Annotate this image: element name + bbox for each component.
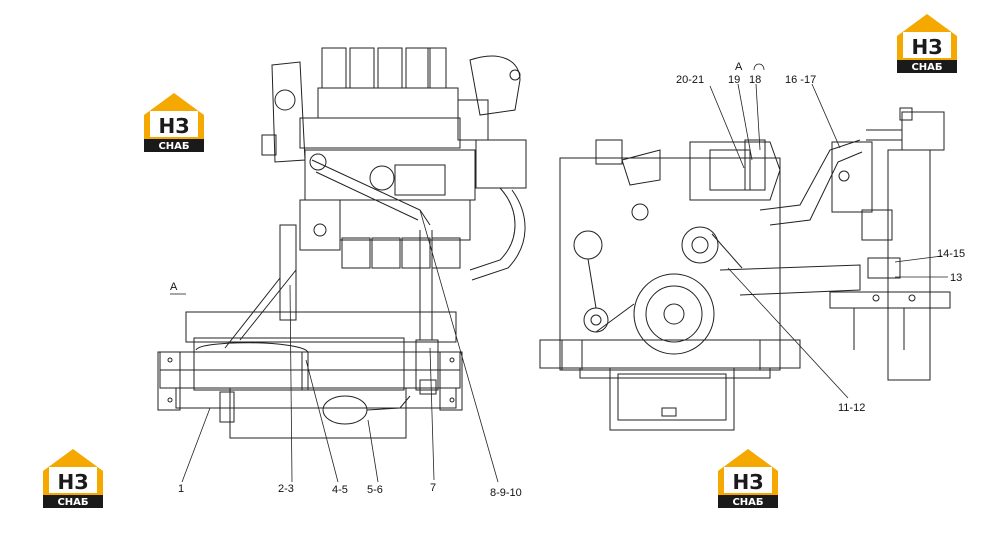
callout-1: 1 <box>178 483 184 495</box>
watermark-top-text: НЗ <box>733 470 764 494</box>
watermark-logo-bottom-right: НЗ СНАБ <box>718 449 778 508</box>
watermark-bottom-text: СНАБ <box>911 62 942 73</box>
watermark-logo-left: НЗ СНАБ <box>144 93 204 152</box>
watermark-top-text: НЗ <box>159 114 190 138</box>
watermark-logo-bottom-left: НЗ СНАБ <box>43 449 103 508</box>
watermark-bottom-text: СНАБ <box>732 497 763 508</box>
watermark-top-text: НЗ <box>58 470 89 494</box>
engine-side-view <box>224 47 527 395</box>
callout-7: 7 <box>430 482 436 494</box>
view-label-right: A <box>735 61 743 73</box>
watermark-logo-top-right: НЗ СНАБ <box>897 14 957 73</box>
callout-11-12: 11-12 <box>838 402 865 414</box>
callout-5-6: 5-6 <box>367 484 383 496</box>
callout-19: 19 <box>728 74 740 86</box>
callout-8-9-10: 8-9-10 <box>490 487 522 499</box>
watermark-top-text: НЗ <box>912 35 943 59</box>
callout-20-21: 20-21 <box>676 74 704 86</box>
callout-2-3: 2-3 <box>278 483 294 495</box>
callout-14-15: 14-15 <box>937 248 965 260</box>
callout-18: 18 <box>749 74 761 86</box>
callout-labels: 1 2-3 4-5 5-6 7 8-9-10 11-12 13 14-15 16… <box>170 61 965 499</box>
watermark-bottom-text: СНАБ <box>158 141 189 152</box>
watermark-bottom-text: СНАБ <box>57 497 88 508</box>
callout-16-17: 16 -17 <box>785 74 816 86</box>
callout-4-5: 4-5 <box>332 484 348 496</box>
engine-front-view <box>539 107 951 431</box>
mounting-frame-left <box>157 311 463 439</box>
view-arrow-icon <box>753 63 765 71</box>
leader-lines <box>170 83 948 483</box>
callout-13: 13 <box>950 272 962 284</box>
view-label-left: A <box>170 281 178 293</box>
